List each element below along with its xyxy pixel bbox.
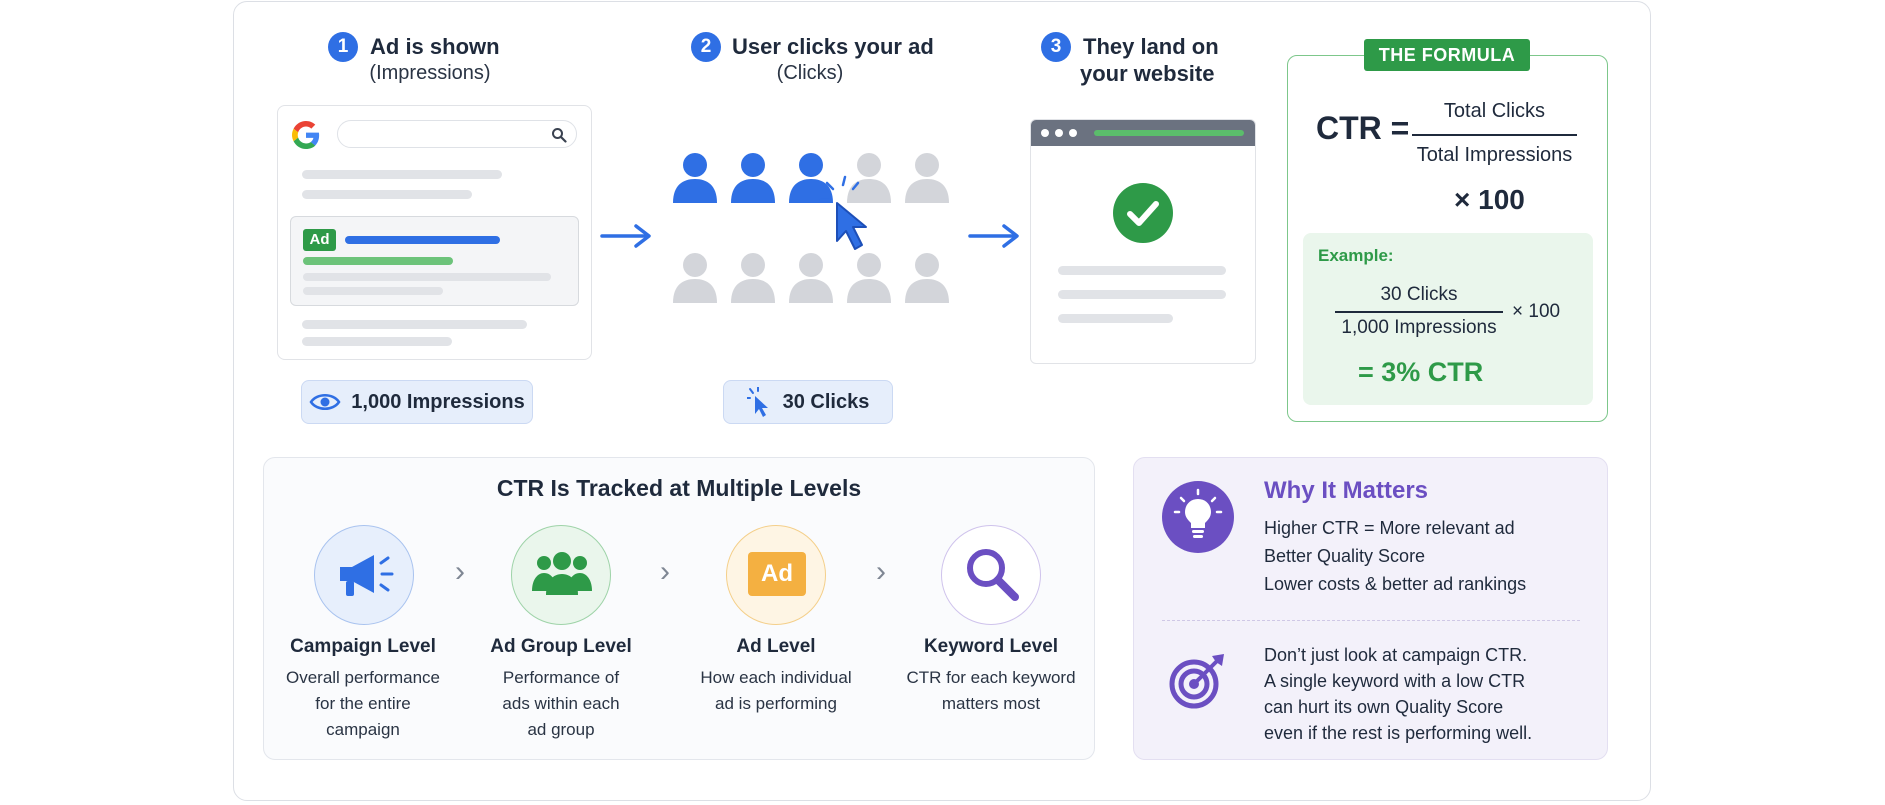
step-1-subtitle: (Impressions) xyxy=(369,62,491,84)
why-note-line: Don’t just look at campaign CTR. xyxy=(1264,645,1528,665)
why-title: Why It Matters xyxy=(1264,477,1429,504)
step-3-title-line2: your website xyxy=(1080,61,1215,86)
megaphone-icon xyxy=(340,555,394,596)
person-icon xyxy=(905,153,949,203)
ad-badge: Ad xyxy=(303,229,336,251)
impressions-label: 1,000 Impressions xyxy=(351,390,525,413)
step-2-number: 2 xyxy=(691,32,721,62)
example-fraction-line xyxy=(1335,311,1503,313)
clicks-pill: 30 Clicks xyxy=(723,380,893,424)
why-point: Lower costs & better ad rankings xyxy=(1264,574,1527,594)
clicks-label: 30 Clicks xyxy=(782,390,870,413)
step-3-title-line1: They land on xyxy=(1083,34,1219,59)
formula-badge: THE FORMULA xyxy=(1364,39,1530,71)
arrow-right-icon xyxy=(968,224,1019,248)
example-numerator: 30 Clicks xyxy=(1380,284,1458,305)
users-crowd-illustration xyxy=(673,153,949,303)
ctr-label: CTR = xyxy=(1316,110,1410,146)
person-icon xyxy=(731,253,775,303)
person-icon xyxy=(673,253,717,303)
person-icon xyxy=(731,153,775,203)
step-3-number: 3 xyxy=(1041,32,1071,62)
impressions-pill: 1,000 Impressions xyxy=(301,380,533,424)
chevron-right-icon: › xyxy=(455,555,465,588)
checkmark-icon xyxy=(1113,183,1173,243)
step-2-title: User clicks your ad xyxy=(732,34,934,59)
levels-title: CTR Is Tracked at Multiple Levels xyxy=(496,475,862,501)
why-point: Higher CTR = More relevant ad xyxy=(1264,518,1515,538)
example-label: Example: xyxy=(1318,246,1394,265)
formula-numerator: Total Clicks xyxy=(1443,100,1546,122)
example-denominator: 1,000 Impressions xyxy=(1341,317,1497,338)
lightbulb-icon xyxy=(1162,481,1234,553)
person-icon xyxy=(847,153,891,203)
example-multiplier: × 100 xyxy=(1512,301,1561,322)
magnifier-icon xyxy=(967,549,1019,601)
step-1-title: Ad is shown xyxy=(370,34,500,59)
formula-multiplier: × 100 xyxy=(1454,184,1525,215)
fraction-line xyxy=(1412,134,1577,136)
divider xyxy=(1162,620,1580,621)
chevron-right-icon: › xyxy=(660,555,670,588)
cursor-icon xyxy=(836,202,867,250)
ad-group-level-title: Ad Group Level xyxy=(490,636,632,657)
why-point: Better Quality Score xyxy=(1264,546,1426,566)
person-icon xyxy=(789,253,833,303)
ad-level-badge: Ad xyxy=(748,552,806,596)
cursor-click-icon xyxy=(746,387,768,417)
google-logo-icon xyxy=(292,121,320,149)
arrow-right-icon xyxy=(600,224,651,248)
search-input[interactable] xyxy=(337,120,577,148)
example-box xyxy=(1303,233,1593,405)
eye-icon xyxy=(309,394,341,410)
person-icon xyxy=(905,253,949,303)
person-icon xyxy=(789,153,833,203)
example-result: = 3% CTR xyxy=(1358,357,1484,387)
why-note-line: A single keyword with a low CTR xyxy=(1264,671,1526,691)
keyword-level-circle xyxy=(941,525,1041,625)
why-note-line: even if the rest is performing well. xyxy=(1264,723,1533,743)
step-1-number: 1 xyxy=(328,32,358,62)
why-note-line: can hurt its own Quality Score xyxy=(1264,697,1504,717)
keyword-level-title: Keyword Level xyxy=(923,636,1059,657)
group-icon xyxy=(532,552,592,595)
target-icon xyxy=(1169,654,1224,709)
campaign-level-title: Campaign Level xyxy=(290,636,436,657)
search-icon[interactable] xyxy=(551,127,567,143)
formula-denominator: Total Impressions xyxy=(1416,144,1573,166)
person-icon xyxy=(673,153,717,203)
ad-level-title: Ad Level xyxy=(736,636,816,657)
chevron-right-icon: › xyxy=(876,555,886,588)
person-icon xyxy=(847,253,891,303)
step-2-subtitle: (Clicks) xyxy=(776,62,844,84)
